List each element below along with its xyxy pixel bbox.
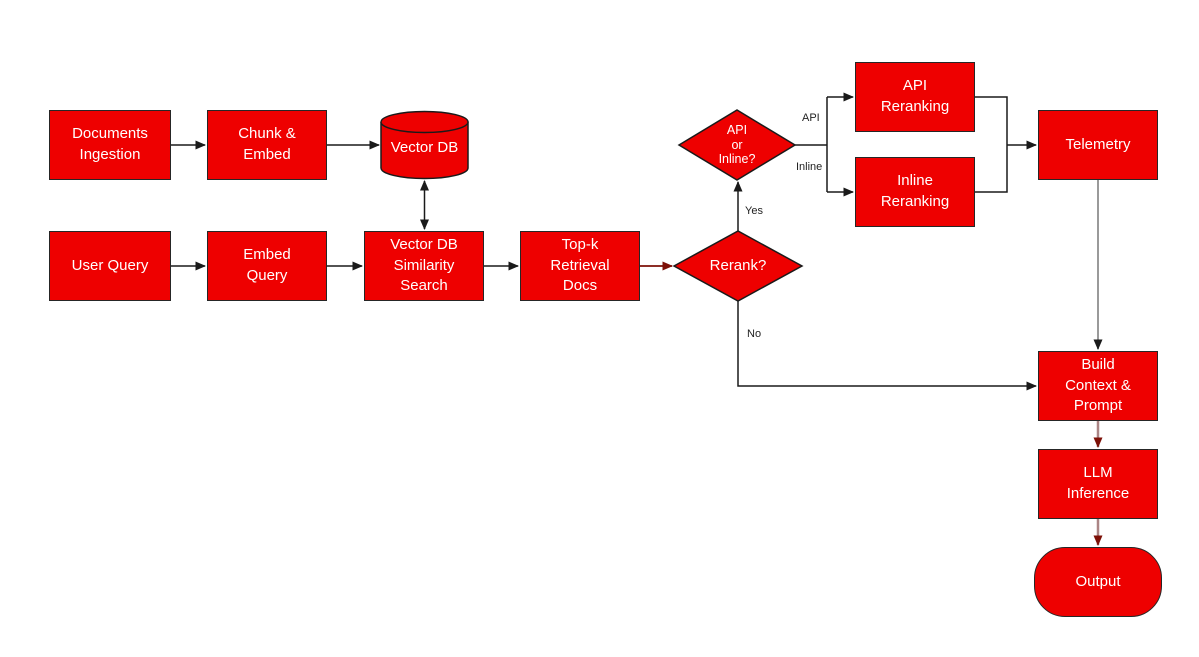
edge-label-inline: Inline — [796, 161, 823, 173]
edge-label-yes: Yes — [745, 205, 763, 217]
edge-reranking-merge-trunk — [975, 96, 1008, 193]
node-telemetry: Telemetry — [1038, 110, 1158, 180]
node-build-context-prompt: Build Context & Prompt — [1038, 351, 1158, 421]
rerank-diamond-shape — [672, 230, 804, 302]
node-vector-db-similarity-search: Vector DB Similarity Search — [364, 231, 484, 301]
edge-rerank-no — [737, 301, 1037, 391]
node-label: Embed Query — [243, 246, 291, 284]
node-label: API Reranking — [880, 77, 950, 115]
node-user-query: User Query — [49, 231, 171, 301]
node-topk-retrieval-docs: Top-k Retrieval Docs — [520, 231, 640, 301]
edge-label-api: API — [802, 112, 820, 124]
node-inline-reranking: Inline Reranking — [855, 157, 975, 227]
node-embed-query: Embed Query — [207, 231, 327, 301]
api-or-inline-diamond-shape — [677, 109, 797, 181]
node-label: Chunk & Embed — [238, 125, 296, 163]
node-label: Build Context & Prompt — [1065, 355, 1131, 415]
node-llm-inference: LLM Inference — [1038, 449, 1158, 519]
node-chunk-embed: Chunk & Embed — [207, 110, 327, 180]
node-api-reranking: API Reranking — [855, 62, 975, 132]
edge-label-no: No — [747, 328, 762, 340]
node-label: Inline Reranking — [880, 172, 950, 210]
node-output: Output — [1034, 547, 1162, 617]
node-documents-ingestion: Documents Ingestion — [49, 110, 171, 180]
node-label: Output — [1075, 572, 1121, 590]
node-label: User Query — [71, 256, 149, 274]
node-label: Top-k Retrieval Docs — [550, 235, 610, 295]
node-label: Documents Ingestion — [72, 125, 148, 163]
node-label: Telemetry — [1065, 135, 1131, 153]
vector-db-cylinder-shape — [380, 110, 469, 180]
node-label: LLM Inference — [1066, 464, 1130, 502]
node-label: Vector DB Similarity Search — [390, 235, 458, 295]
edge-decision-branch-trunk — [795, 97, 828, 192]
